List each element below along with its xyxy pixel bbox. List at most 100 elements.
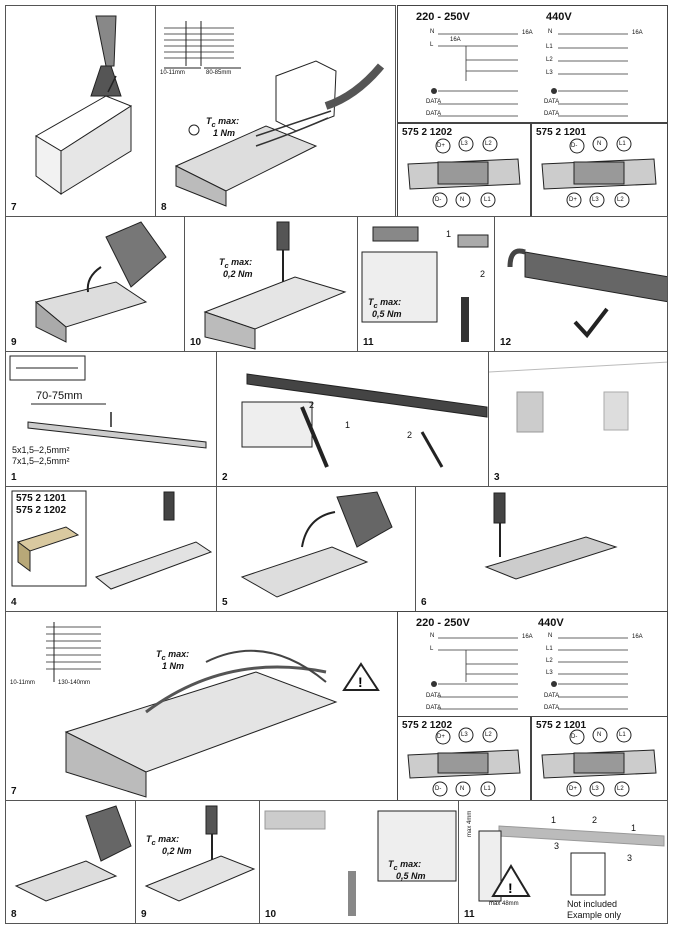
rail-insert-illustration bbox=[264, 810, 457, 916]
cover-open-illustration bbox=[240, 491, 393, 598]
drill-mount-illustration bbox=[489, 361, 667, 433]
step-number: 10 bbox=[265, 909, 277, 920]
example-note: Example only bbox=[567, 910, 622, 920]
connector-pinout-b: 575 2 1201 D- N L1 D+ L3 L2 bbox=[531, 123, 668, 217]
model-number: 575 2 1201 bbox=[16, 493, 67, 504]
step-number: 7 bbox=[11, 786, 17, 797]
step-label: 1 bbox=[345, 420, 351, 430]
panel-row6-9: Tc max: 0,2 Nm 9 bbox=[135, 800, 260, 924]
step-number: 7 bbox=[11, 202, 17, 213]
panel-row3-1: 70-75mm 5x1,5–2,5mm² 7x1,5–2,5mm² 1 bbox=[5, 351, 217, 487]
end-cap-illustration bbox=[35, 15, 133, 195]
torque-label: Tc max: bbox=[156, 649, 190, 662]
connector-drawing bbox=[541, 136, 657, 208]
step-number: 6 bbox=[421, 597, 427, 608]
track-mounted-illustration bbox=[507, 248, 667, 339]
torque-label: Tc max: bbox=[368, 297, 402, 310]
panel-top-7: 7 bbox=[5, 5, 156, 217]
step-label: 1 bbox=[551, 815, 557, 825]
connector-drawing bbox=[407, 727, 521, 797]
step-number: 8 bbox=[11, 909, 17, 920]
wire-strip-illustration bbox=[164, 21, 385, 207]
step-label: 2 bbox=[480, 269, 486, 279]
panel-row5-7: ! 10-11mm 130-140mm Tc max: 1 Nm 7 bbox=[5, 611, 398, 801]
step-label: 2 bbox=[592, 815, 598, 825]
cover-close-illustration bbox=[14, 805, 132, 902]
wiring-schematic bbox=[431, 33, 628, 117]
voltage-label: 440V bbox=[546, 11, 572, 23]
svg-text:!: ! bbox=[358, 674, 363, 690]
model-number: 575 2 1202 bbox=[402, 720, 453, 731]
torque-value: 0,2 Nm bbox=[162, 846, 192, 856]
connector-insert-illustration bbox=[11, 490, 213, 590]
step-label: 2 bbox=[407, 430, 413, 440]
model-number: 575 2 1201 bbox=[536, 127, 587, 138]
model-number: 575 2 1201 bbox=[536, 720, 587, 731]
step-number: 11 bbox=[363, 337, 374, 348]
panel-row3-3: 3 bbox=[488, 351, 668, 487]
panel-row6-11: ! max 4mm max 48mm 1 2 1 3 3 Not include… bbox=[458, 800, 668, 924]
sheath-length-label: 80-85mm bbox=[206, 70, 232, 76]
connector-pinout-a: 575 2 1202 D+ L3 L2 D- N L1 bbox=[397, 123, 531, 217]
torque-value: 0,2 Nm bbox=[223, 269, 253, 279]
connector-pinout-b: 575 2 1201 D- N L1 D+ L3 L2 bbox=[531, 716, 668, 801]
step-number: 2 bbox=[222, 472, 228, 483]
screw-tighten-illustration bbox=[144, 805, 256, 902]
connector-drawing bbox=[407, 136, 521, 208]
panel-row2-12: 12 bbox=[494, 216, 668, 352]
step-number: 8 bbox=[161, 202, 167, 213]
cable-entry-illustration bbox=[9, 355, 207, 449]
svg-text:!: ! bbox=[508, 880, 513, 896]
connector-pinout-a: 575 2 1202 D+ L3 L2 D- N L1 bbox=[397, 716, 531, 801]
step-number: 5 bbox=[222, 597, 228, 608]
panel-row2-10: Tc max: 0,2 Nm 10 bbox=[184, 216, 358, 352]
strip-length-label: 70-75mm bbox=[36, 390, 83, 402]
step-number: 11 bbox=[464, 909, 475, 920]
panel-top-8: 10-11mm 80-85mm Tc max: 1 Nm 8 bbox=[155, 5, 396, 217]
screw-adjust-illustration bbox=[484, 492, 618, 580]
wiring-diagram-bottom: 220 - 250V 440V N L 16A DATA DATA N L1 L… bbox=[397, 611, 668, 717]
panel-row2-11: 1 2 Tc max: 0,5 Nm 11 bbox=[357, 216, 495, 352]
torque-value: 1 Nm bbox=[162, 661, 185, 671]
model-number: 575 2 1202 bbox=[402, 127, 453, 138]
panel-row2-9: 9 bbox=[5, 216, 185, 352]
wire-spec: 5x1,5–2,5mm² bbox=[12, 445, 70, 455]
step-number: 10 bbox=[190, 337, 202, 348]
max-length-label: max 4mm bbox=[467, 810, 473, 837]
ceiling-mount-illustration: ! bbox=[478, 825, 665, 902]
step-number: 4 bbox=[11, 597, 17, 608]
panel-row4-4: 575 2 1201 575 2 1202 4 bbox=[5, 486, 217, 612]
panel-row6-10: Tc max: 0,5 Nm 10 bbox=[259, 800, 459, 924]
rail-insert-illustration bbox=[361, 226, 489, 342]
max-length-label: max 48mm bbox=[489, 901, 519, 907]
step-label: 1 bbox=[631, 823, 637, 833]
panel-row6-8: 8 bbox=[5, 800, 136, 924]
cover-close-illustration bbox=[34, 221, 167, 343]
voltage-label: 220 - 250V bbox=[416, 11, 470, 23]
step-number: 9 bbox=[11, 337, 17, 348]
model-number: 575 2 1202 bbox=[16, 505, 67, 516]
step-number: 1 bbox=[11, 472, 17, 483]
torque-label: Tc max: bbox=[206, 116, 240, 129]
step-label: 2 bbox=[309, 400, 315, 410]
torque-label: Tc max: bbox=[388, 859, 422, 872]
torque-value: 0,5 Nm bbox=[372, 309, 402, 319]
step-label: 3 bbox=[627, 853, 633, 863]
panel-row4-5: 5 bbox=[216, 486, 416, 612]
step-label: 1 bbox=[446, 229, 452, 239]
torque-value: 0,5 Nm bbox=[396, 871, 426, 881]
connector-drawing bbox=[541, 727, 657, 797]
step-label: 3 bbox=[554, 841, 560, 851]
step-number: 9 bbox=[141, 909, 147, 920]
wire-spec: 7x1,5–2,5mm² bbox=[12, 456, 70, 466]
panel-row4-6: 6 bbox=[415, 486, 668, 612]
step-number: 3 bbox=[494, 472, 500, 483]
voltage-label: 440V bbox=[538, 617, 564, 629]
not-included-note: Not included bbox=[567, 899, 618, 909]
track-insert-illustration bbox=[241, 373, 488, 468]
connector-wiring-illustration: ! bbox=[46, 622, 380, 798]
torque-value: 1 Nm bbox=[213, 128, 236, 138]
wiring-schematic bbox=[431, 637, 628, 710]
panel-row3-2: 1 2 2 2 bbox=[216, 351, 489, 487]
strip-length-label: 10-11mm bbox=[160, 70, 185, 76]
